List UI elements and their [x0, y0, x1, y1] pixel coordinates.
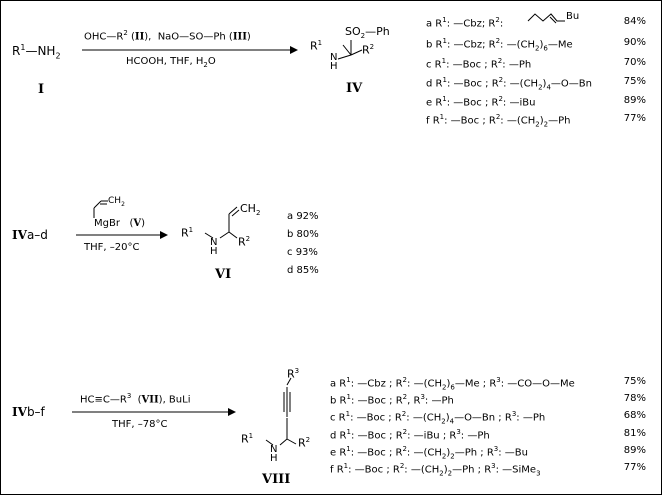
table3-row-a: a R1: —Cbz ; R2: —(CH2)6—Me ; R3: —CO—O—… — [330, 376, 575, 392]
table1-row-d: d R1: —Boc ; R2: —(CH2)4—O—Bn — [426, 76, 592, 92]
product-VI-r2: R2 — [238, 235, 251, 249]
product-VI-ch2: CH2 — [240, 202, 261, 218]
yield-1b: 90% — [623, 37, 646, 48]
vinyl-ch2: CH2 — [108, 196, 125, 208]
arrow-head-1 — [290, 46, 298, 54]
product-VIII-r1: R1 — [241, 432, 254, 446]
reagents-top-scheme1: OHC—R2 (II), NaO—SO—Ph (III) — [84, 29, 251, 43]
yield-2c: c 93% — [287, 247, 318, 258]
yield-3e: 89% — [623, 445, 646, 456]
compound-label-IV: IV — [346, 81, 363, 96]
yield-2d: d 85% — [287, 265, 319, 276]
yield-2a: a 92% — [287, 211, 319, 222]
compound-label-I: I — [38, 82, 45, 97]
table3-row-c: c R1: —Boc ; R2: —(CH2)4—O—Bn ; R3: —Ph — [330, 410, 546, 426]
compound-label-VIII: VIII — [262, 472, 291, 487]
yield-2b: b 80% — [287, 229, 319, 240]
product-VI-r1: R1 — [181, 226, 194, 240]
arrow-head-2 — [160, 231, 168, 239]
reactant-IVa-d: IVa–d — [12, 228, 48, 242]
table3-row-d: d R1: —Boc ; R2: —iBu ; R3: —Ph — [330, 428, 490, 442]
table1-row-f: f R1: —Boc ; R2: —(CH2)2—Ph — [426, 113, 571, 129]
conditions-scheme2: THF, –20°C — [84, 242, 140, 253]
reactant-R1-NH2: R1—NH2 — [12, 43, 61, 61]
yield-1d: 75% — [623, 76, 646, 87]
reactant-IVb-f: IVb–f — [12, 405, 45, 419]
product-IV-r2: R2 — [362, 43, 375, 57]
table1-row-e: e R1: —Boc ; R2: —iBu — [426, 95, 536, 109]
yield-3b: 78% — [623, 393, 646, 404]
yield-1c: 70% — [623, 57, 646, 68]
yield-3d: 81% — [623, 428, 646, 439]
row-a-bu: Bu — [566, 11, 580, 22]
yield-3a: 75% — [623, 376, 646, 387]
conditions-scheme3: THF, –78°C — [112, 419, 168, 430]
table3-row-b: b R1: —Boc ; R2, R3: —Ph — [330, 393, 454, 407]
table3-row-e: e R1: —Boc ; R2: —(CH2)2—Ph ; R3: —Bu — [330, 445, 528, 461]
yield-1a: 84% — [623, 16, 646, 27]
yield-3c: 68% — [623, 410, 646, 421]
product-IV-r1: R1 — [310, 39, 323, 53]
table1-row-b: b R1: —Cbz; R2: —(CH2)6—Me — [426, 37, 573, 53]
table1-row-a: a R1: —Cbz; R2: — [426, 16, 504, 30]
table1-row-c: c R1: —Boc ; R2: —Ph — [426, 57, 532, 71]
product-VIII-r2: R2 — [298, 436, 311, 450]
yield-1f: 77% — [623, 113, 646, 124]
yield-3f: 77% — [623, 462, 646, 473]
compound-label-VI: VI — [215, 267, 232, 282]
arrow-head-3 — [228, 408, 236, 416]
alkene-chain-row-a — [527, 13, 565, 22]
product-VIII-r3: R3 — [287, 367, 300, 381]
product-IV-sulfonyl: SO2—Ph — [345, 25, 390, 41]
reagent-mgbr: MgBr (V) — [94, 218, 146, 229]
reagents-top-scheme3: HC≡C—R3 (VII), BuLi — [80, 392, 191, 406]
table3-row-f: f R1: —Boc ; R2: —(CH2)2—Ph ; R3: —SiMe3 — [330, 462, 541, 478]
yield-1e: 89% — [623, 95, 646, 106]
conditions-scheme1: HCOOH, THF, H2O — [126, 56, 216, 69]
